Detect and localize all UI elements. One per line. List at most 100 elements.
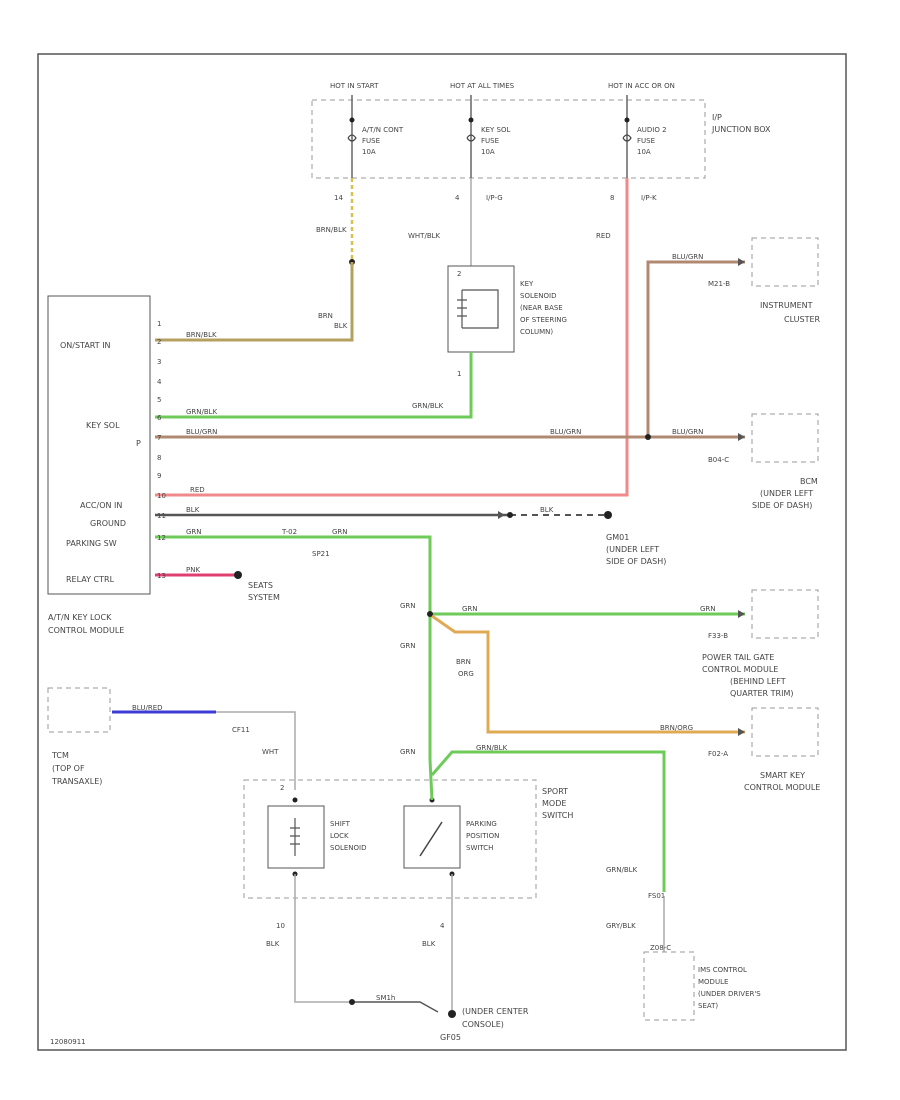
fuse-hot-label-a: HOT IN START — [330, 82, 379, 90]
key-solenoid-label-5: COLUMN) — [520, 328, 553, 336]
wire-label-blu-grn-3: BLU/GRN — [672, 428, 703, 436]
wire-label-org: ORG — [458, 670, 474, 678]
wire-label-brn: BRN — [318, 312, 333, 320]
ground1-id: GM01 — [606, 533, 629, 542]
module-name-1: A/T/N KEY LOCK — [48, 613, 112, 622]
junction-box-label-2: JUNCTION BOX — [711, 125, 771, 134]
arrow-bcm — [738, 433, 745, 441]
key-solenoid-pin-top: 2 — [457, 270, 461, 278]
shift-lock-box — [267, 805, 325, 869]
fuse-c-name: AUDIO 2 — [637, 126, 667, 134]
bcm-box — [751, 413, 819, 463]
fuse-b-conn: I/P-G — [486, 194, 503, 202]
seats-label-2: SYSTEM — [248, 593, 280, 602]
wire-label-blk: BLK — [334, 322, 348, 330]
junction-box-outline — [311, 99, 706, 179]
ims-label-3: (UNDER DRIVER'S — [698, 990, 761, 998]
wire-label-grn-3: GRN — [400, 602, 416, 610]
sport-label-3: SWITCH — [542, 811, 573, 820]
wire-label-pnk: PNK — [186, 566, 200, 574]
smartkey-label-1: SMART KEY — [760, 771, 805, 780]
splice-p-wire — [645, 434, 651, 440]
wire-label-brn-org: BRN/ORG — [660, 724, 693, 732]
splice-fs-label: FS01 — [648, 892, 665, 900]
wire-label-red-1: RED — [596, 232, 611, 240]
fuse-hot-label-b: HOT AT ALL TIMES — [450, 82, 515, 90]
module-row-p: P — [136, 439, 141, 448]
wire-label-grn-4: GRN — [462, 605, 478, 613]
module-row-parking: PARKING SW — [66, 539, 117, 548]
key-solenoid-label-4: OF STEERING — [520, 316, 567, 324]
instrument-cluster-box — [751, 237, 819, 287]
wire-label-grn-6: GRN — [400, 642, 416, 650]
module-row-ground: GROUND — [90, 519, 126, 528]
fuse-b-amp: 10A — [481, 148, 495, 156]
wire-label-blu-grn-2: BLU/GRN — [550, 428, 581, 436]
bcm-label-1: BCM — [800, 477, 818, 486]
wire-label-blk-bot-2: BLK — [422, 940, 436, 948]
powertail-label-4: QUARTER TRIM) — [730, 689, 793, 698]
ground1-label-1: (UNDER LEFT — [606, 545, 659, 554]
wire-label-brn-blk-1: BRN/BLK — [316, 226, 347, 234]
fuse-c-top-dot — [624, 117, 630, 123]
fuse-c-amp: 10A — [637, 148, 651, 156]
fuse-b-name: KEY SOL — [481, 126, 510, 134]
module-pin-5: 5 — [157, 396, 161, 404]
wire-shift-ground — [294, 874, 352, 1003]
fuse-b-pin: 4 — [455, 194, 460, 202]
wire-label-grn-5: GRN — [700, 605, 716, 613]
wire-label-blu-grn-1: BLU/GRN — [186, 428, 217, 436]
wire-label-grn-blk-3: GRN/BLK — [476, 744, 508, 752]
ground1-pin-grn: T-02 — [281, 528, 297, 536]
bcm-conn: B04-C — [708, 456, 729, 464]
key-solenoid-label-1: KEY — [520, 280, 534, 288]
ground2-label-2: CONSOLE) — [462, 1020, 504, 1029]
module-pin-1: 1 — [157, 320, 161, 328]
shift-label-3: SOLENOID — [330, 844, 366, 852]
fuse-a-name: A/T/N CONT — [362, 126, 404, 134]
parking-label-1: PARKING — [466, 820, 497, 828]
module-row-relay: RELAY CTRL — [66, 575, 115, 584]
wire-label-grn-7: GRN — [400, 748, 416, 756]
seats-label-1: SEATS — [248, 581, 273, 590]
wire-label-blk-ground-2: BLK — [540, 506, 554, 514]
wire-label-blu-red: BLU/RED — [132, 704, 163, 712]
module-pin-7: 7 — [157, 434, 161, 442]
module-name-2: CONTROL MODULE — [48, 626, 124, 635]
parking-switch-contact — [419, 821, 443, 857]
powertail-conn: F33-B — [708, 632, 728, 640]
key-solenoid-coil — [457, 289, 499, 329]
wire-key-sol-green — [155, 352, 473, 419]
fuse-a-top-dot — [349, 117, 355, 123]
ims-label-1: IMS CONTROL — [698, 966, 747, 974]
fuse-b-sub: FUSE — [481, 137, 499, 145]
fuse-a-sub: FUSE — [362, 137, 380, 145]
fuse-hot-label-c: HOT IN ACC OR ON — [608, 82, 675, 90]
shift-label-2: LOCK — [330, 832, 349, 840]
bcm-label-3: SIDE OF DASH) — [752, 501, 812, 510]
parking-label-3: SWITCH — [466, 844, 493, 852]
smartkey-box — [751, 707, 819, 757]
shift-pin-top: 2 — [280, 784, 284, 792]
wire-label-wht-blk: WHT/BLK — [408, 232, 441, 240]
arrow-powertail — [738, 610, 745, 618]
fuse-a-amp: 10A — [362, 148, 376, 156]
fuse-c-symbol — [622, 134, 632, 142]
module-row-acc: ACC/ON IN — [80, 501, 122, 510]
tcm-label-3: TRANSAXLE) — [51, 777, 102, 786]
module-pin-11: 11 — [157, 512, 166, 520]
relay-end-dot — [234, 571, 242, 579]
parking-switch-box — [403, 805, 461, 869]
powertail-label-1: POWER TAIL GATE — [702, 653, 774, 662]
instrument-cluster-label-1: INSTRUMENT — [760, 301, 813, 310]
module-row-keysol: KEY SOL — [86, 421, 120, 430]
ground2-dot-1 — [349, 999, 355, 1005]
ground-dot-1 — [507, 512, 513, 518]
ground2-id: GF05 — [440, 1033, 461, 1042]
key-solenoid-box — [447, 265, 515, 353]
splice-parking — [427, 611, 433, 617]
powertail-label-2: CONTROL MODULE — [702, 665, 778, 674]
wire-p-brown-up — [646, 260, 745, 437]
shift-label-1: SHIFT — [330, 820, 351, 828]
wire-label-blu-grn-4: BLU/GRN — [672, 253, 703, 261]
